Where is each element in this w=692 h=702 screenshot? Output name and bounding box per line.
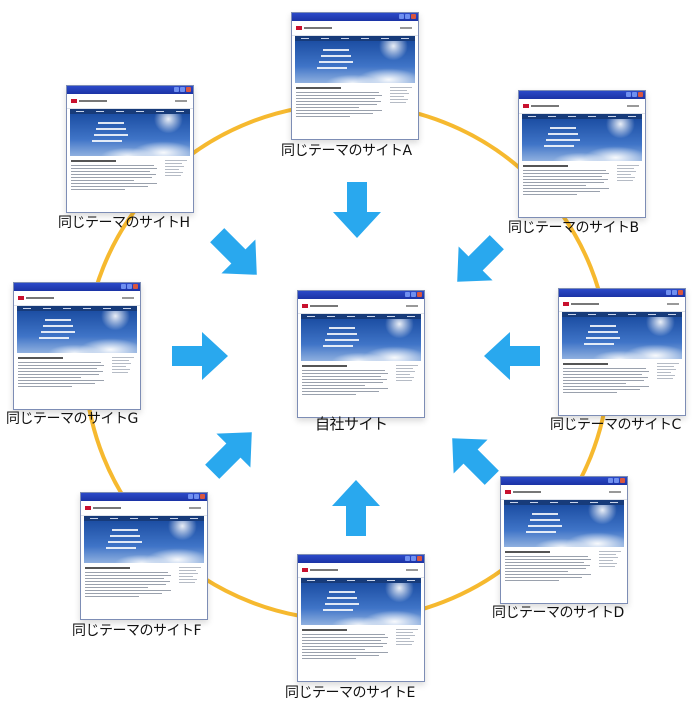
site-label-e: 同じテーマのサイトE <box>285 685 415 701</box>
site-hero-image <box>295 41 415 83</box>
site-body-text <box>292 83 418 119</box>
site-label-d: 同じテーマのサイトD <box>492 605 624 621</box>
browser-title-bar <box>559 289 685 297</box>
site-body-text <box>298 625 424 661</box>
site-body-text <box>67 156 193 192</box>
site-thumbnail-f <box>80 492 208 620</box>
site-body-text <box>501 547 627 583</box>
site-nav <box>504 500 624 505</box>
site-nav <box>522 114 642 119</box>
site-thumbnail-d <box>500 476 628 604</box>
browser-title-bar <box>298 555 424 563</box>
site-hero-image <box>17 311 137 353</box>
site-label-h: 同じテーマのサイトH <box>58 215 190 231</box>
arrow-icon-from-f <box>205 432 252 479</box>
browser-title-bar <box>14 283 140 291</box>
site-hero-image <box>522 119 642 161</box>
browser-title-bar <box>292 13 418 21</box>
site-thumbnail-g <box>13 282 141 410</box>
site-hero-image <box>301 583 421 625</box>
site-hero-image <box>70 114 190 156</box>
site-label-c: 同じテーマのサイトC <box>550 417 681 433</box>
browser-title-bar <box>67 86 193 94</box>
site-body-text <box>81 563 207 599</box>
site-header <box>81 501 207 516</box>
site-header <box>67 94 193 109</box>
arrow-icon-from-g <box>172 332 228 380</box>
center-site-label: 自社サイト <box>315 415 388 433</box>
site-header <box>298 563 424 578</box>
site-nav <box>301 578 421 583</box>
site-nav <box>295 36 415 41</box>
site-body-text <box>298 361 424 397</box>
arrow-icon-from-e <box>332 480 380 536</box>
browser-title-bar <box>501 477 627 485</box>
site-nav <box>301 314 421 319</box>
site-header <box>559 297 685 312</box>
site-header <box>292 21 418 36</box>
site-body-text <box>559 359 685 395</box>
site-nav <box>562 312 682 317</box>
site-label-g: 同じテーマのサイトG <box>6 411 138 427</box>
arrow-icon-from-a <box>333 182 381 238</box>
site-thumbnail-h <box>66 85 194 213</box>
site-hero-image <box>562 317 682 359</box>
arrow-icon-from-h <box>210 228 257 275</box>
site-body-text <box>519 161 645 197</box>
site-body-text <box>14 353 140 389</box>
site-nav <box>70 109 190 114</box>
site-thumbnail-b <box>518 90 646 218</box>
site-label-a: 同じテーマのサイトA <box>281 143 412 159</box>
site-hero-image <box>504 505 624 547</box>
site-header <box>298 299 424 314</box>
site-thumbnail-c <box>558 288 686 416</box>
browser-title-bar <box>81 493 207 501</box>
site-header <box>14 291 140 306</box>
site-label-b: 同じテーマのサイトB <box>508 220 639 236</box>
arrow-icon-from-b <box>457 235 504 282</box>
site-hero-image <box>84 521 204 563</box>
site-header <box>501 485 627 500</box>
browser-title-bar <box>519 91 645 99</box>
site-thumbnail-center <box>297 290 425 418</box>
arrow-icon-from-d <box>452 438 499 485</box>
site-thumbnail-a <box>291 12 419 140</box>
site-nav <box>17 306 137 311</box>
site-nav <box>84 516 204 521</box>
site-label-f: 同じテーマのサイトF <box>72 623 202 639</box>
browser-title-bar <box>298 291 424 299</box>
site-header <box>519 99 645 114</box>
site-thumbnail-e <box>297 554 425 682</box>
site-hero-image <box>301 319 421 361</box>
arrow-icon-from-c <box>484 332 540 380</box>
